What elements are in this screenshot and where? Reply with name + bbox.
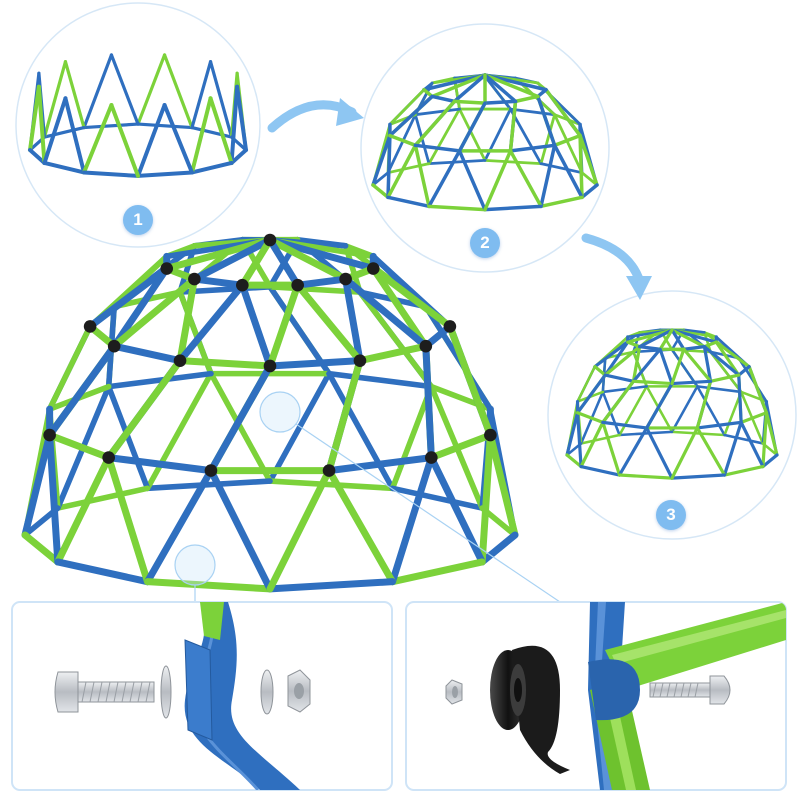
step-1-badge: 1 [123, 205, 153, 235]
step-1-frame [28, 53, 248, 178]
step-2-circle [360, 23, 610, 273]
step-2-frame [371, 73, 599, 212]
detail-panel-bolt-assembly [11, 601, 393, 791]
step-3-frame [565, 328, 779, 480]
curved-arrow-icon [267, 98, 364, 133]
bolt-icon [54, 671, 155, 713]
end-cap-icon [490, 645, 570, 774]
callout-bottom-joint [174, 544, 216, 586]
step-3-badge: 3 [656, 500, 686, 530]
nut-icon [445, 679, 463, 705]
main-dome-frame [21, 233, 519, 593]
callout-top-joint [259, 391, 301, 433]
washer-icon [160, 665, 274, 719]
bolt-icon [649, 675, 731, 705]
step-2-badge: 2 [470, 228, 500, 258]
curved-arrow-icon [581, 233, 652, 300]
nut-icon [287, 669, 311, 713]
detail-panel-cap-assembly [405, 601, 787, 791]
